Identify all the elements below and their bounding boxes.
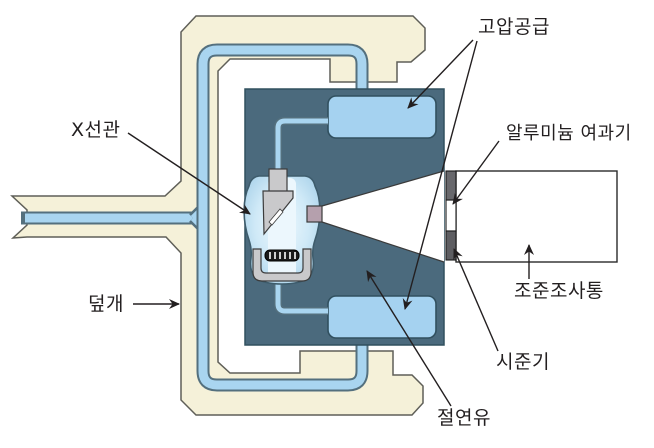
beam-cone [322,171,444,262]
main-conduit [198,45,367,390]
anode-wire [275,118,328,172]
cathode-cup [252,248,312,282]
filament-coil-turns [269,252,296,259]
aluminum-filter-aperture [445,199,457,232]
arrow-to-hv-supply-bottom [402,40,478,310]
label-cover: 덮개 [88,293,124,315]
arrow-to-insulating-oil [366,270,452,407]
anode-stem [268,168,288,193]
label-collimator: 시준기 [496,351,550,373]
arrow-to-collimator [453,248,499,352]
label-insulating-oil: 절연유 [437,407,491,429]
collimator-bar-top [445,170,457,201]
arrow-to-xray-tube [127,132,251,215]
tube-window [306,205,323,223]
cathode-wire [275,282,328,314]
label-high-voltage-supply: 고압공급 [478,16,550,38]
beam-cone-top-edge [321,170,445,207]
hv-supply-bottom [327,295,437,339]
focal-spot [268,208,284,226]
label-collimator-tube: 조준조사통 [514,280,604,302]
arrow-to-hv-supply-top [407,39,474,109]
label-xray-tube: X선관 [71,119,121,141]
label-aluminum-filter: 알루미늄 여과기 [506,123,632,144]
hv-supply-top [327,95,437,139]
beam-cone-bottom-edge [321,221,445,263]
arrow-to-aluminum-filter [452,140,500,205]
collimator-bar-bottom [445,230,457,261]
collimator-tube-box [455,170,618,263]
